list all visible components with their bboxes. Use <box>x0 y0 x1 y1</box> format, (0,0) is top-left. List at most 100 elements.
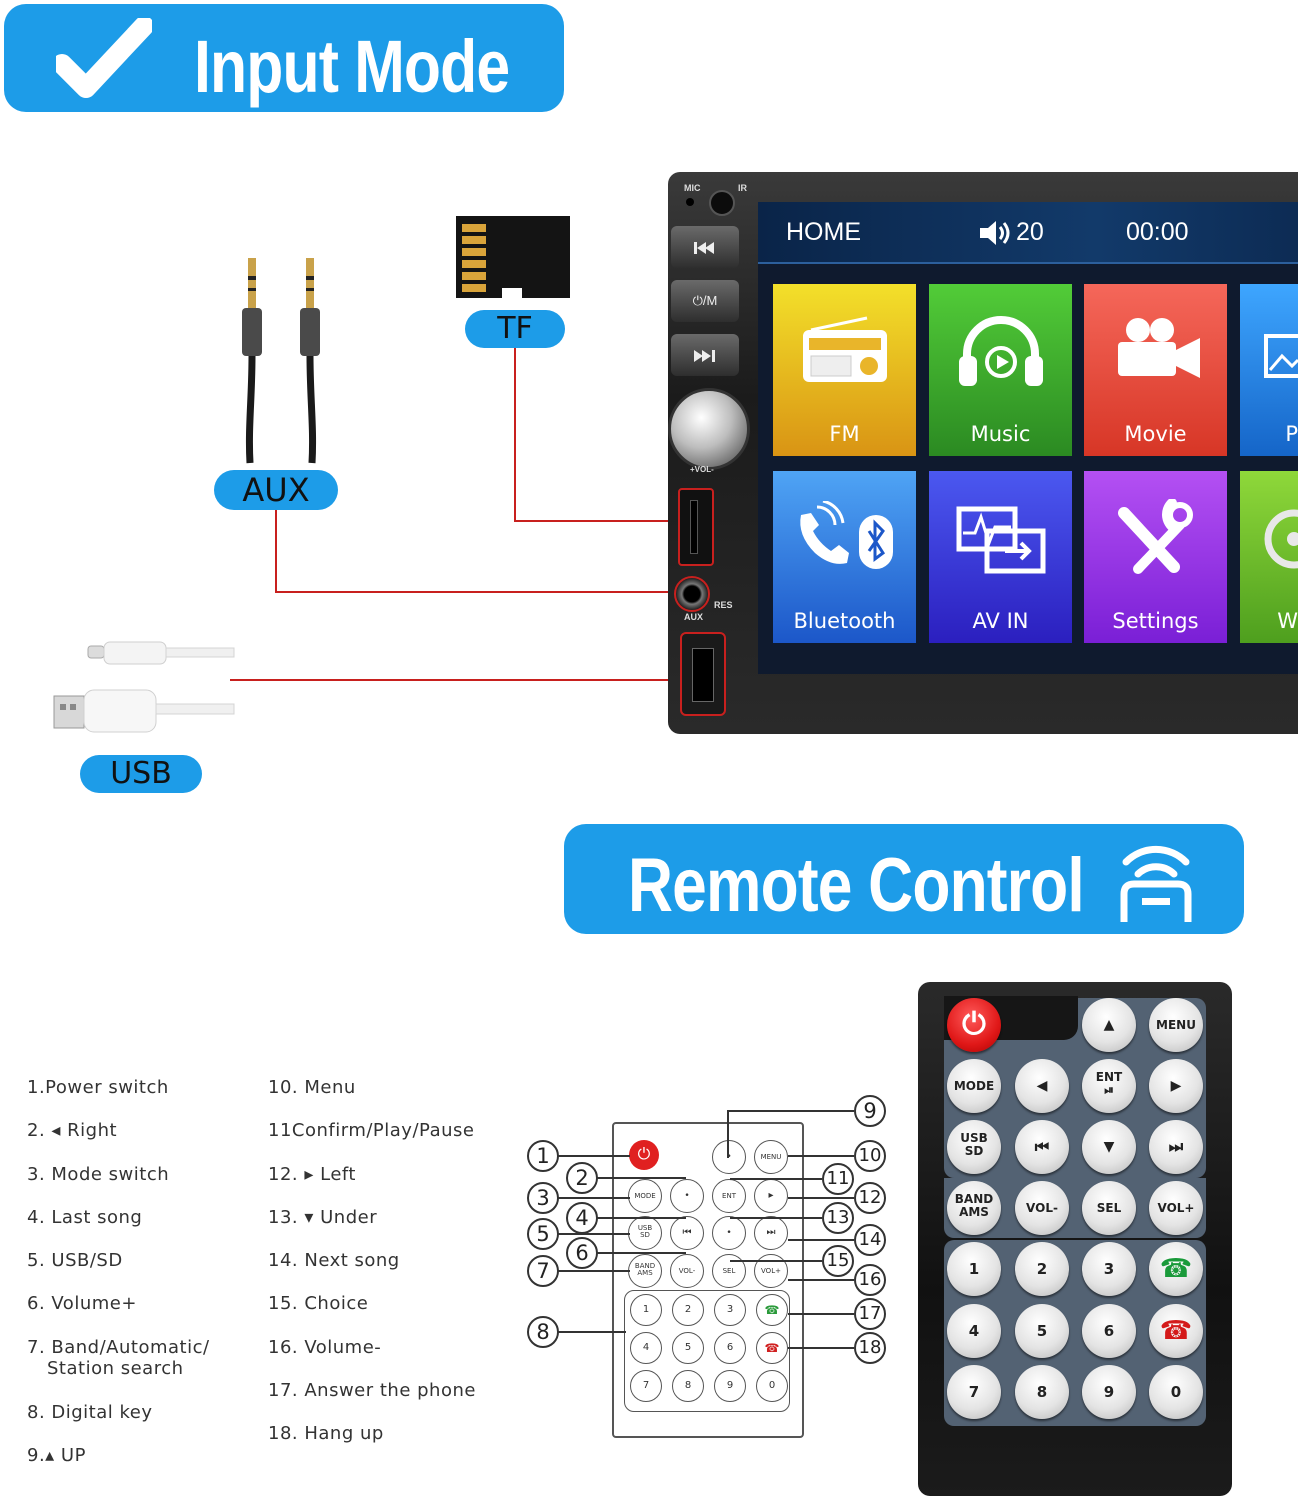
home-label: HOME <box>786 218 861 246</box>
aux-port[interactable] <box>674 576 710 612</box>
callout-line-7 <box>557 1270 630 1272</box>
prev-track-button[interactable] <box>671 226 739 268</box>
clock: 00:00 <box>1126 218 1189 246</box>
remote-digit-2-button[interactable]: 2 <box>1015 1242 1069 1296</box>
remote-digit-3-button[interactable]: 3 <box>1082 1242 1136 1296</box>
headphones-icon <box>959 316 1043 386</box>
remote-digit-1-button[interactable]: 1 <box>947 1242 1001 1296</box>
tile-bluetooth[interactable]: Bluetooth <box>773 471 916 643</box>
line-band-ams-button: BAND AMS <box>628 1254 662 1288</box>
callout-12: 12 <box>854 1182 886 1214</box>
tf-slot[interactable] <box>678 488 714 566</box>
steering-wheel-icon <box>1264 509 1298 569</box>
tile-bluetooth-label: Bluetooth <box>793 609 896 633</box>
usb-port[interactable] <box>680 632 726 716</box>
tile-music-label: Music <box>970 422 1031 446</box>
tile-av-in[interactable]: AV IN <box>929 471 1072 643</box>
line-digit-8-button: 8 <box>672 1370 704 1402</box>
volume-icon <box>980 221 1010 245</box>
line-digit-3-button: 3 <box>714 1294 746 1326</box>
remote-menu-button[interactable]: MENU <box>1149 998 1203 1052</box>
power-mode-button[interactable]: ⏻/M <box>671 280 739 322</box>
remote-sel-button[interactable]: SEL <box>1082 1181 1136 1235</box>
callout-7: 7 <box>527 1255 559 1287</box>
legend-item-9: 9.▴ UP <box>27 1445 86 1466</box>
line-left-button: • <box>670 1179 704 1213</box>
line-digit-5-button: 5 <box>672 1332 704 1364</box>
remote-answer-button[interactable]: ☎ <box>1149 1242 1203 1296</box>
callout-16: 16 <box>854 1264 886 1296</box>
callout-line-14 <box>788 1239 854 1241</box>
remote-digit-0-button[interactable]: 0 <box>1149 1365 1203 1419</box>
remote-ent-button[interactable]: ENT ⏯ <box>1082 1059 1136 1113</box>
remote-digit-4-button[interactable]: 4 <box>947 1304 1001 1358</box>
tile-fm[interactable]: FM <box>773 284 916 456</box>
line-remote-power: ⏻ <box>629 1140 659 1170</box>
line-digit-1-button: 1 <box>630 1294 662 1326</box>
tf-label: TF <box>465 310 565 348</box>
tile-music[interactable]: Music <box>929 284 1072 456</box>
remote-hangup-button[interactable]: ☎ <box>1149 1304 1203 1358</box>
mic-label: MIC <box>684 183 701 193</box>
remote-digit-6-button[interactable]: 6 <box>1082 1304 1136 1358</box>
tile-photo[interactable]: P <box>1240 284 1298 456</box>
legend-item-18: 18. Hang up <box>268 1423 384 1444</box>
remote-prev-button[interactable]: ⏮ <box>1015 1120 1069 1174</box>
remote-digit-5-button[interactable]: 5 <box>1015 1304 1069 1358</box>
callout-1: 1 <box>527 1140 559 1172</box>
line-right-button: ▸ <box>754 1179 788 1213</box>
line-digit-9-button: 9 <box>714 1370 746 1402</box>
line-digit-2-button: 2 <box>672 1294 704 1326</box>
mic-hole <box>686 198 694 206</box>
callout-3: 3 <box>527 1182 559 1214</box>
aux-connector-line-h <box>275 591 677 593</box>
line-answer-button: ☎ <box>756 1294 788 1326</box>
line-remote-keypad-frame <box>624 1290 790 1412</box>
legend-item-17: 17. Answer the phone <box>268 1380 476 1401</box>
line-ent-button: ENT <box>712 1179 746 1213</box>
legend-item-12: 12. ▸ Left <box>268 1164 356 1185</box>
tile-settings[interactable]: Settings <box>1084 471 1227 643</box>
callout-line-4 <box>596 1217 686 1219</box>
tile-movie[interactable]: Movie <box>1084 284 1227 456</box>
remote-mode-button[interactable]: MODE <box>947 1059 1001 1113</box>
legend-item-2: 2. ◂ Right <box>27 1120 118 1141</box>
legend-item-7: 7. Band/Automatic/ <box>27 1337 210 1358</box>
legend-item-7-cont: Station search <box>47 1358 184 1379</box>
volume-knob[interactable] <box>668 388 750 470</box>
remote-down-button[interactable]: ▼ <box>1082 1120 1136 1174</box>
radio-icon <box>803 316 887 382</box>
remote-band-ams-button[interactable]: BAND AMS <box>947 1181 1001 1235</box>
remote-digit-8-button[interactable]: 8 <box>1015 1365 1069 1419</box>
remote-usb-sd-button[interactable]: USB SD <box>947 1120 1001 1174</box>
callout-line-18 <box>788 1347 854 1349</box>
tile-fm-label: FM <box>829 422 860 446</box>
remote-vol-minus-button[interactable]: VOL- <box>1015 1181 1069 1235</box>
callout-2: 2 <box>566 1162 598 1194</box>
callout-8: 8 <box>527 1316 559 1348</box>
callout-9: 9 <box>854 1095 886 1127</box>
remote-power-button[interactable]: ⏻ <box>947 998 1001 1052</box>
line-digit-4-button: 4 <box>630 1332 662 1364</box>
line-vol-plus-button: VOL+ <box>754 1254 788 1288</box>
checkmark-icon <box>56 18 152 98</box>
line-up-button: • <box>712 1140 746 1174</box>
tile-wheel[interactable]: W <box>1240 471 1298 643</box>
callout-line-6 <box>596 1252 686 1254</box>
line-usb-sd-button: USB SD <box>628 1216 662 1250</box>
remote-up-button[interactable]: ▲ <box>1082 998 1136 1052</box>
remote-left-button[interactable]: ◀ <box>1015 1059 1069 1113</box>
next-track-button[interactable] <box>671 334 739 376</box>
remote-digit-7-button[interactable]: 7 <box>947 1365 1001 1419</box>
callout-6: 6 <box>566 1237 598 1269</box>
tf-card-icon <box>456 216 570 298</box>
remote-next-button[interactable]: ⏭ <box>1149 1120 1203 1174</box>
remote-right-button[interactable]: ▶ <box>1149 1059 1203 1113</box>
remote-vol-plus-button[interactable]: VOL+ <box>1149 1181 1203 1235</box>
ir-label: IR <box>738 183 747 193</box>
callout-14: 14 <box>854 1224 886 1256</box>
tile-movie-label: Movie <box>1124 422 1187 446</box>
tile-wheel-label: W <box>1277 609 1298 633</box>
remote-digit-9-button[interactable]: 9 <box>1082 1365 1136 1419</box>
callout-line-13 <box>730 1217 822 1219</box>
